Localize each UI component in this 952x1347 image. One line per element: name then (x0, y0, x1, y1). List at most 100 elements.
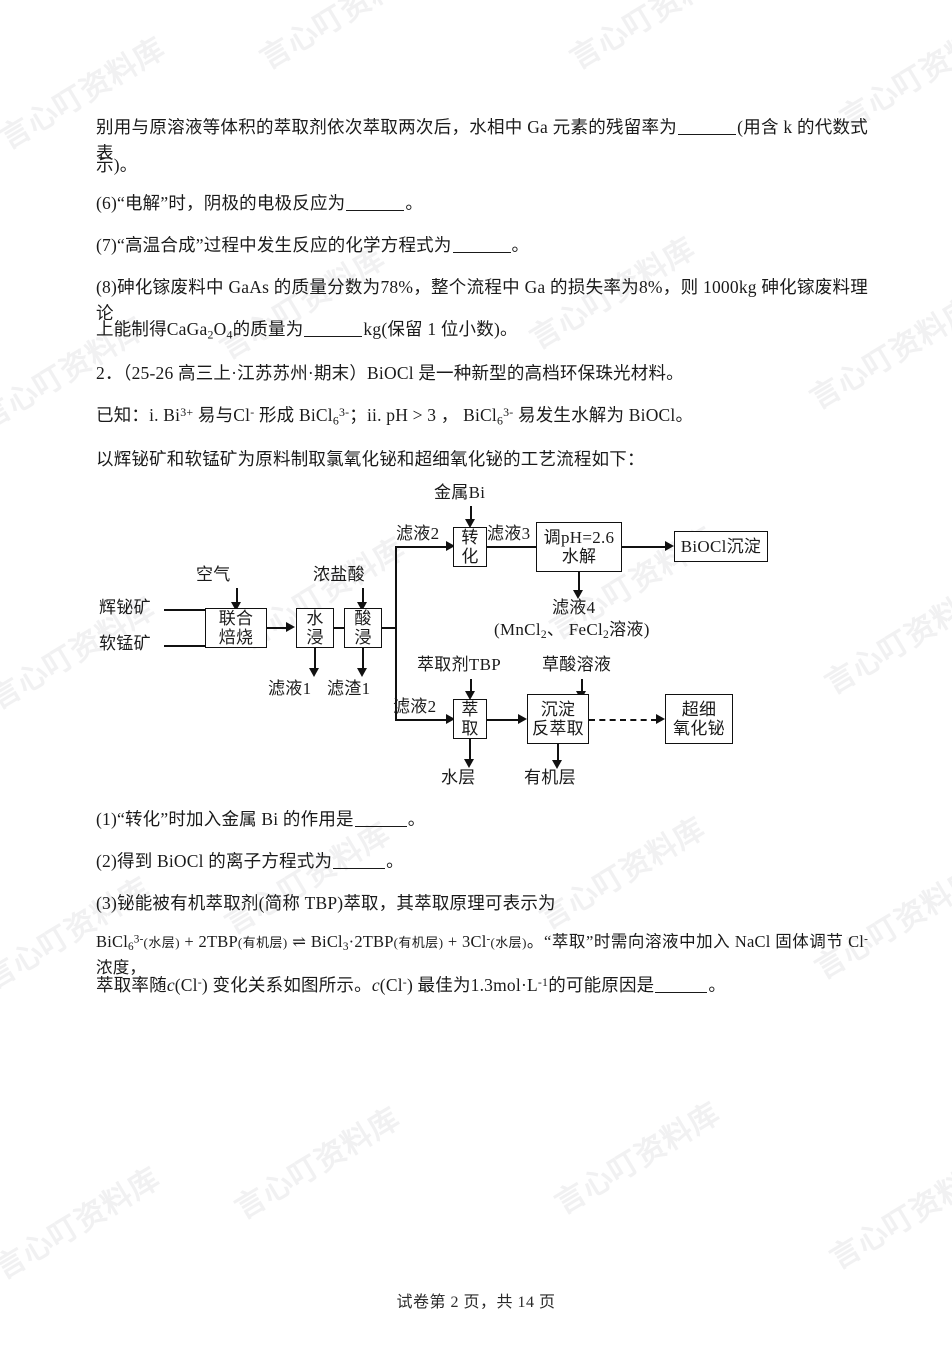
watermark-text: 言心叮资料库 (229, 1101, 407, 1227)
answer-blank[interactable] (452, 235, 511, 253)
known-sup-3minus-b: 3- (503, 405, 514, 420)
q3-text: (3)铋能被有机萃取剂(简称 TBP)萃取，其萃取原理可表示为 (96, 893, 556, 913)
flow-box-biocl-precipitate[interactable]: BiOCl沉淀 (674, 531, 768, 562)
connector-strip-to-ultrafine-dashed (589, 719, 657, 721)
q8-sub-2: 2 (207, 327, 214, 342)
q5-tail-text-c: 示)。 (96, 155, 138, 175)
answer-blank[interactable] (346, 193, 405, 211)
flow-box-acid-leach[interactable]: 酸 浸 (344, 608, 382, 648)
q3l3-e: 最佳为1.3mol·L (412, 975, 538, 995)
answer-blank[interactable] (354, 809, 407, 827)
flow-input-metal-bi: 金属Bi (434, 483, 486, 502)
connector-metalbi (470, 506, 472, 521)
eq-bicl6: BiCl (96, 932, 128, 951)
paragraph-q7: (7)“高温合成”过程中发生反应的化学方程式为。 (96, 232, 868, 258)
eq-sub-3: 3 (342, 941, 349, 954)
arrow-strip-to-ultrafine (656, 714, 665, 724)
q2-period: 。 (386, 851, 404, 871)
paragraph-q3: (3)铋能被有机萃取剂(简称 TBP)萃取，其萃取原理可表示为 (96, 890, 868, 916)
process-intro-text: 以辉铋矿和软锰矿为原料制取氯氧化铋和超细氧化铋的工艺流程如下： (96, 449, 645, 469)
flow-input-ore1: 辉铋矿 (99, 598, 151, 617)
answer-blank[interactable] (333, 851, 386, 869)
eq-state-aq: (水层) (143, 936, 180, 950)
flow-input-tbp: 萃取剂TBP (417, 655, 501, 674)
flow-box-extract-line2: 取 (461, 719, 479, 738)
flow-input-ore2: 软锰矿 (99, 634, 151, 653)
answer-blank[interactable] (304, 319, 363, 337)
q3l3-period: 。 (708, 975, 727, 995)
flow-box-roast[interactable]: 联合 焙烧 (205, 608, 267, 648)
arrow-acidleach-down (357, 668, 367, 677)
connector-air (236, 588, 238, 604)
flow-box-ultrafine-bismuth-oxide[interactable]: 超细 氧化铋 (665, 694, 733, 744)
page-number-text: 试卷第 2 页，共 14 页 (396, 1294, 556, 1311)
connector-oxalic (581, 679, 583, 693)
q3l3-c-var: c (166, 975, 175, 995)
flow-box-ph-hydrolysis[interactable]: 调pH=2.6 水解 (536, 522, 622, 572)
watermark-text: 言心叮资料库 (254, 0, 432, 77)
eq-state-aq-2: (水层) (490, 936, 527, 950)
flow-label-organic-layer: 有机层 (524, 768, 576, 787)
flow-input-oxalic: 草酸溶液 (542, 655, 612, 674)
known-sub-6: 6 (332, 413, 339, 428)
q7-period: 。 (511, 235, 530, 255)
flow-box-extract[interactable]: 萃 取 (453, 699, 487, 739)
eq-plus-3cl: + 3Cl (447, 932, 487, 951)
watermark-text: 言心叮资料库 (824, 1151, 952, 1277)
flow-box-water-leach[interactable]: 水 浸 (296, 608, 334, 648)
q3l3-a: 萃取率随 (96, 975, 167, 995)
paragraph-q5-tail-line1: 别用与原溶液等体积的萃取剂依次萃取两次后，水相中 Ga 元素的残留率为(用含 k… (96, 114, 868, 167)
connector-ph-to-biocl (622, 546, 666, 548)
eq-tail-text2: 浓度， (96, 957, 147, 977)
flow-label-water-layer: 水层 (441, 768, 476, 787)
eq-sup-3minus: 3- (133, 933, 144, 946)
flow-box-convert-line2: 化 (461, 547, 479, 566)
q2-text: (2)得到 BiOCl 的离子方程式为 (96, 851, 333, 871)
connector-trunk-to-convert (395, 546, 447, 548)
paragraph-q1: (1)“转化”时加入金属 Bi 的作用是。 (96, 806, 868, 832)
paragraph-q2: (2)得到 BiOCl 的离子方程式为 。 (96, 848, 868, 874)
flow-box-acidleach-line1: 酸 (354, 608, 372, 628)
flow-box-convert[interactable]: 转 化 (453, 527, 487, 567)
arrow-extract-to-strip (518, 714, 527, 724)
q5-tail-text-b: (用含 k 的代数式表 (96, 117, 869, 164)
flow-box-ultrafine-line1: 超细 (681, 699, 717, 719)
connector-trunk-vertical (395, 546, 397, 721)
paragraph-extraction-equation: BiCl63-(水层) + 2TBP(有机层) ⇌ BiCl3·2TBP(有机层… (96, 930, 868, 981)
answer-blank[interactable] (655, 975, 708, 993)
known-d: ；ii. pH > 3 ， BiCl (349, 405, 497, 425)
connector-ore2 (164, 645, 206, 647)
known-sup-3minus: 3- (338, 405, 350, 420)
eq-state-org-2: (有机层) (393, 936, 444, 950)
eq-dot-2tbp: ·2TBP (348, 932, 394, 951)
q1-period: 。 (407, 809, 426, 829)
q8-text-line2-a: 上能制得CaGa (96, 319, 208, 339)
connector-strip-down (557, 744, 559, 762)
paragraph-q6: (6)“电解”时，阴极的电极反应为。 (96, 190, 868, 216)
flow-box-ph-line2: 水解 (561, 547, 597, 566)
eq-state-org: (有机层) (237, 936, 288, 950)
q3l3-paren2: ) (201, 975, 208, 995)
flow-box-roast-line2: 焙烧 (218, 628, 254, 647)
eq-bicl3: BiCl (310, 932, 343, 951)
eq-sub-6: 6 (127, 941, 134, 954)
q3l3-sup1: - (197, 975, 202, 990)
q3l3-paren1: (Cl (174, 975, 198, 995)
flow-box-convert-line1: 转 (461, 527, 479, 547)
page-footer: 试卷第 2 页，共 14 页 (0, 1288, 952, 1312)
connector-ore1 (164, 609, 206, 611)
flow-box-precipitation-stripping[interactable]: 沉淀 反萃取 (527, 694, 589, 744)
paragraph-q5-tail-line2: 示)。 (96, 152, 868, 178)
item2-header-text: 2．（25-26 高三上·江苏苏州·期末）BiOCl 是一种新型的高档环保珠光材… (96, 363, 684, 383)
arrow-extract-down (464, 759, 474, 768)
connector-roast-to-waterleach (267, 627, 287, 629)
arrow-roast-to-waterleach (286, 622, 295, 632)
eq-tail-sup-minus: - (864, 933, 869, 946)
connector-convert-to-ph (487, 546, 537, 548)
q3l3-f: 的可能原因是 (548, 975, 655, 995)
q3l3-b: 变化关系如图所示。 (207, 975, 372, 995)
q8-text-line2-b: O (213, 319, 227, 339)
paragraph-item2-header: 2．（25-26 高三上·江苏苏州·期末）BiOCl 是一种新型的高档环保珠光材… (96, 360, 868, 386)
answer-blank[interactable] (678, 117, 737, 135)
filtrate4-note-b: 、 FeCl (546, 620, 604, 639)
